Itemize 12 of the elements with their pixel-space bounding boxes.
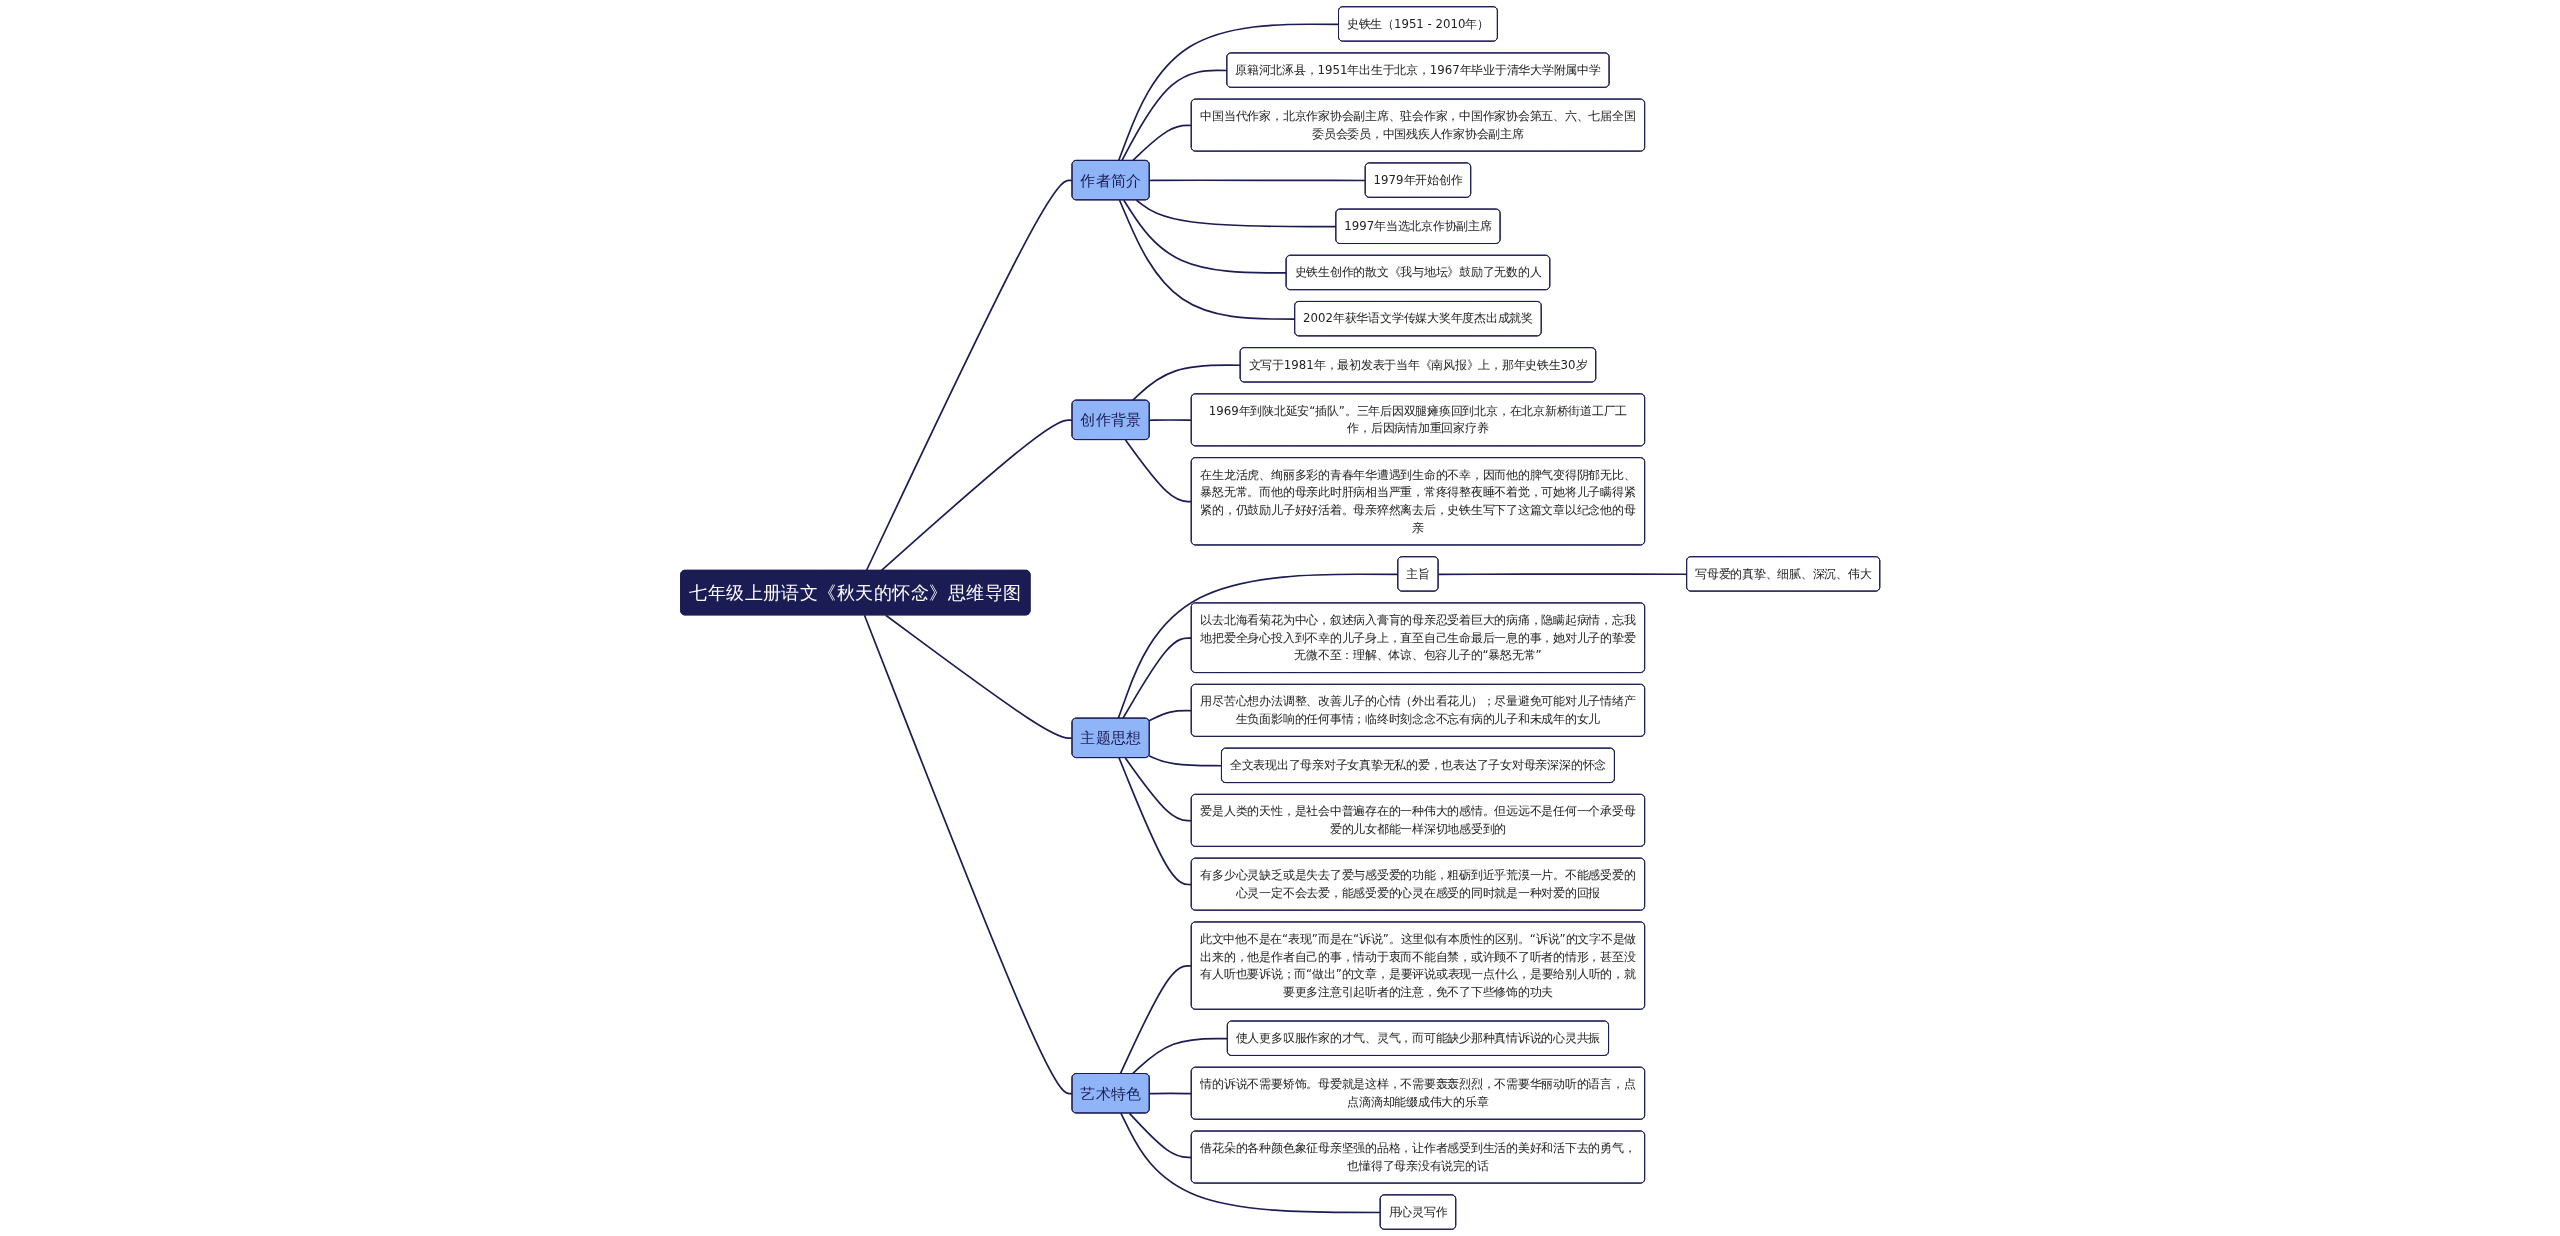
connector — [1437, 573, 1688, 576]
connector — [884, 614, 1073, 740]
connector — [879, 419, 1073, 572]
connector — [1120, 69, 1228, 162]
connector — [1117, 23, 1340, 162]
connector — [1117, 573, 1399, 720]
connector — [1148, 755, 1223, 767]
connector — [865, 179, 1073, 572]
connector — [1135, 199, 1337, 228]
connector — [1118, 199, 1296, 320]
connector — [863, 614, 1073, 1095]
connector — [1131, 1037, 1229, 1075]
